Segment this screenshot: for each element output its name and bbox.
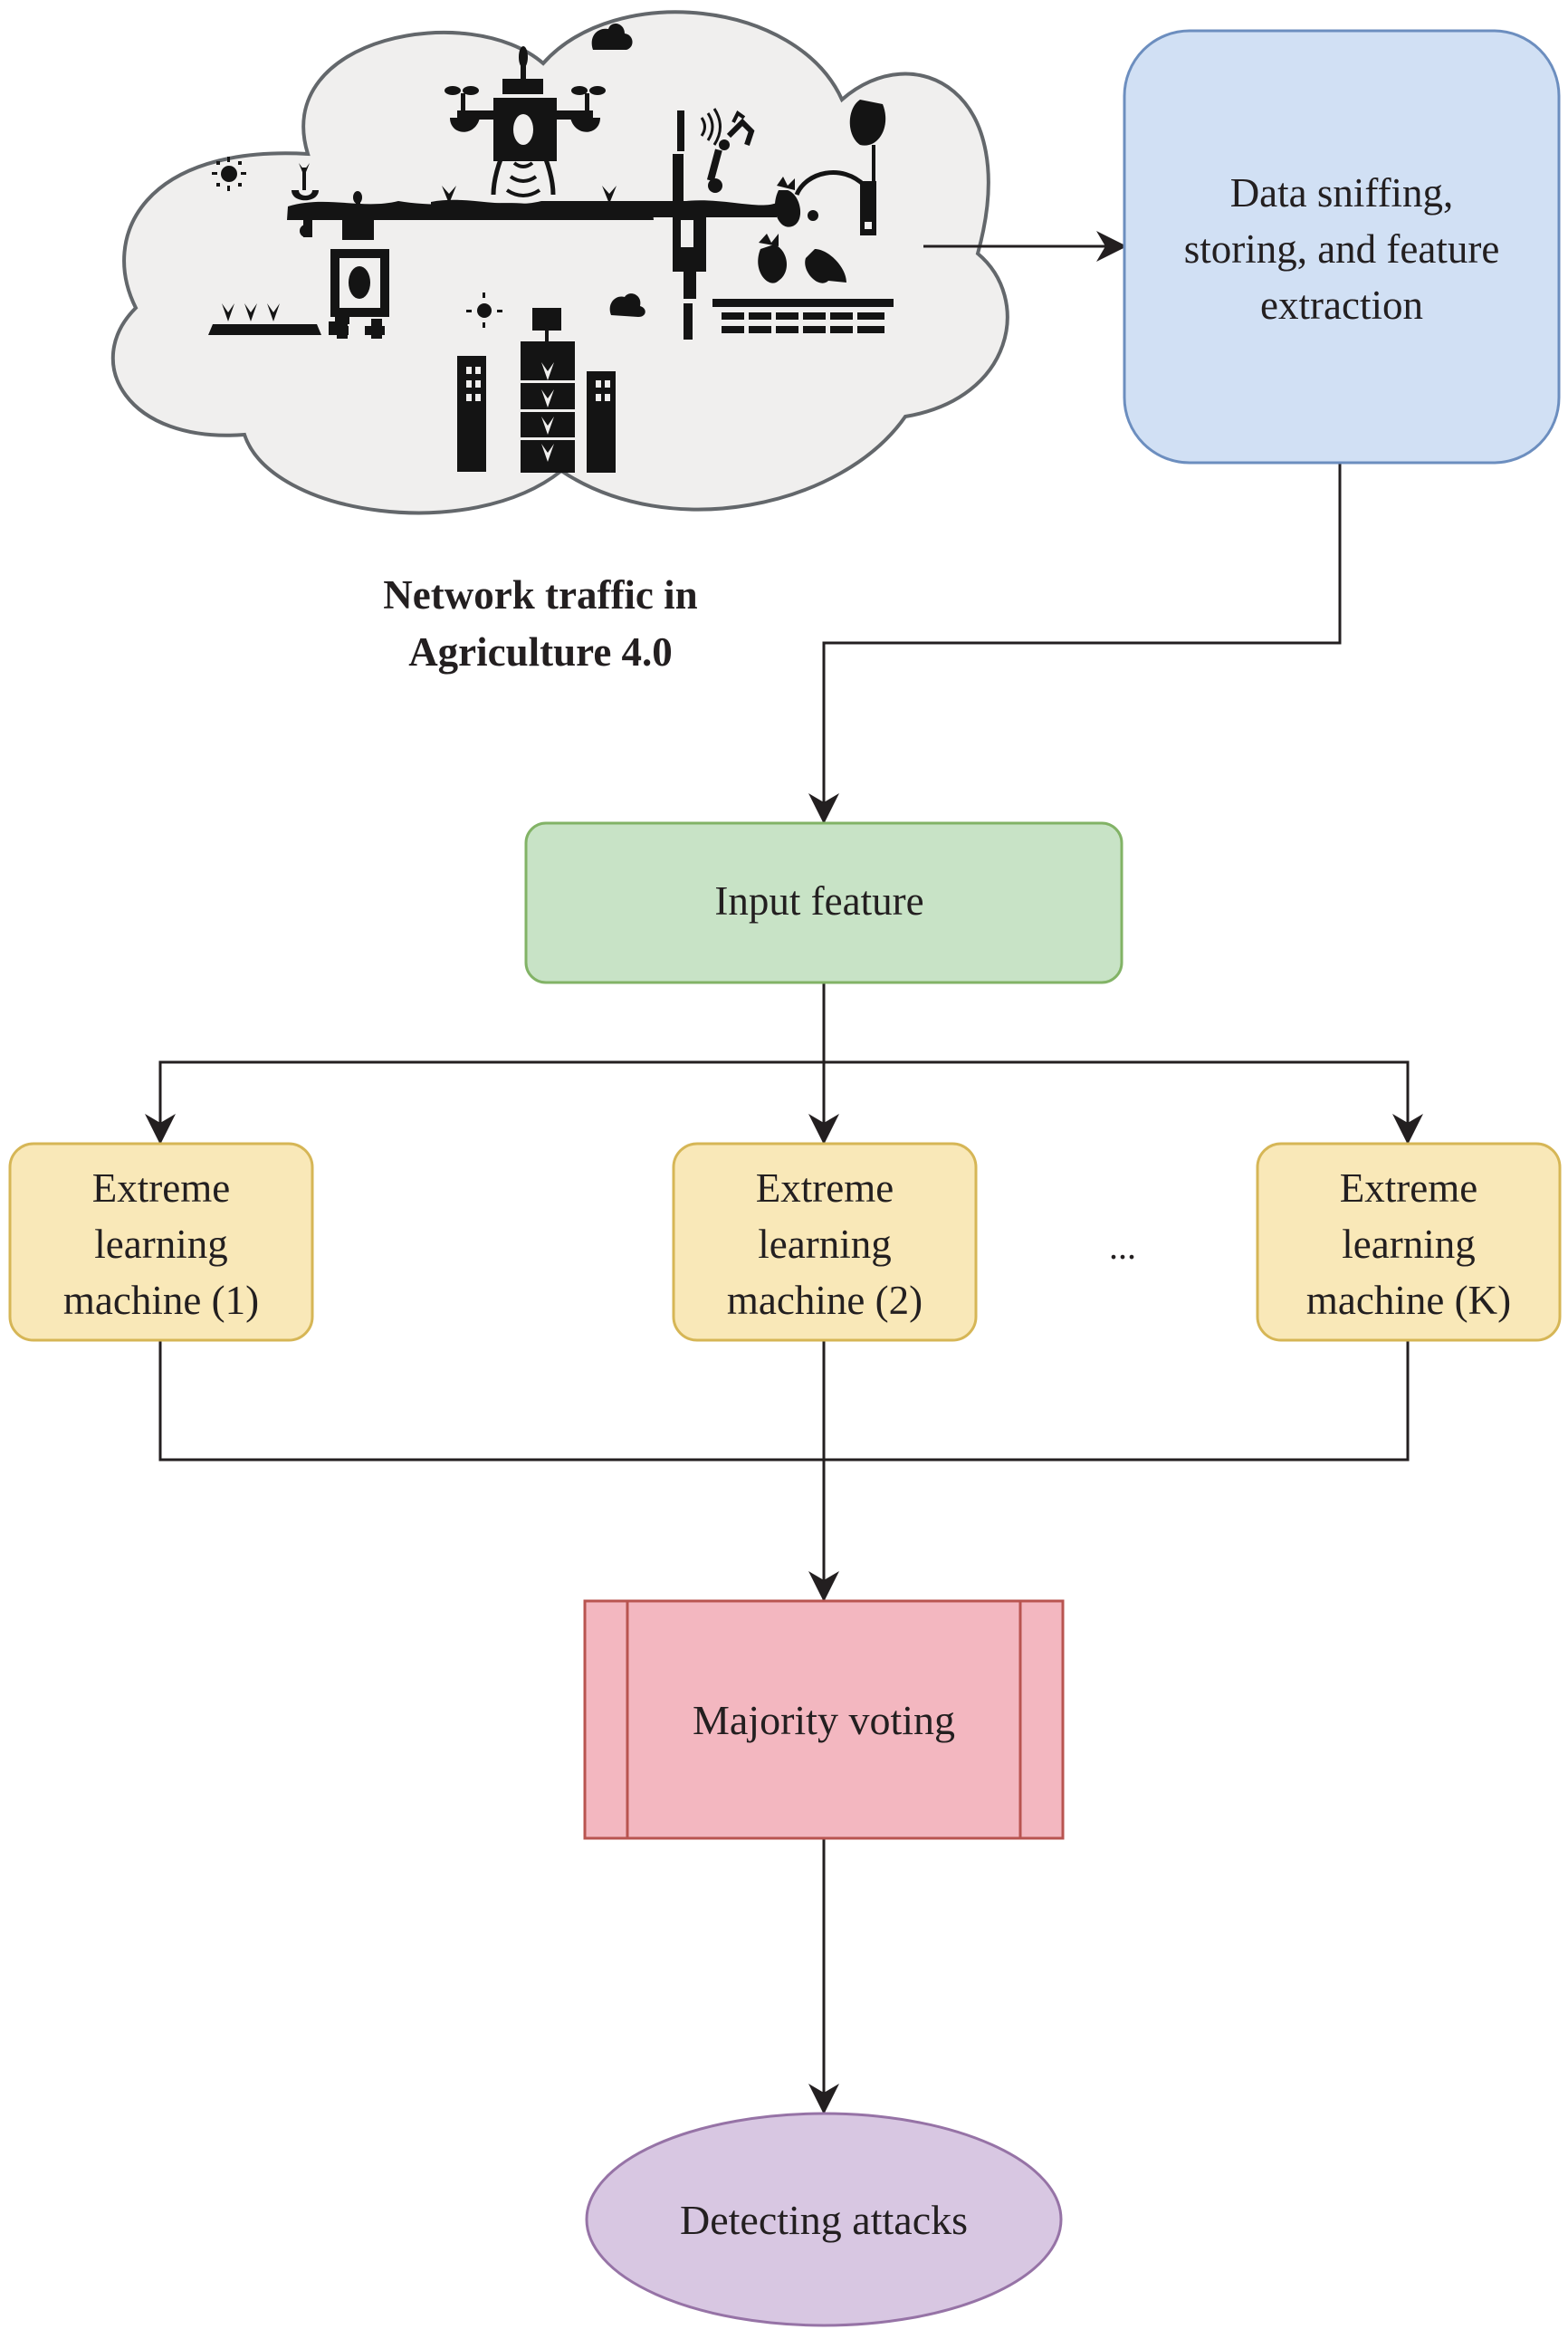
cloud-caption-line-1: Network traffic in <box>383 572 697 618</box>
elm-2-line-2: learning <box>758 1222 891 1267</box>
elm-1-line-2: learning <box>94 1222 227 1267</box>
elm-ellipsis: ... <box>1109 1226 1136 1267</box>
edge-elm-1-merge <box>158 1340 1410 1462</box>
drone-icon <box>445 46 606 197</box>
vertical-farm-icon <box>457 292 616 473</box>
elm-k-line-2: learning <box>1342 1222 1475 1267</box>
data-sniffing-node[interactable]: Data sniffing, storing, and feature extr… <box>1123 29 1561 465</box>
agriculture-network-cloud <box>110 10 1009 515</box>
input-feature-node[interactable]: Input feature <box>524 821 1123 984</box>
majority-voting-node[interactable]: Majority voting <box>583 1599 1065 1840</box>
detecting-attacks-node[interactable]: Detecting attacks <box>585 2112 1063 2327</box>
data-sniffing-line-2: storing, and feature <box>1184 226 1500 272</box>
elm-1-line-1: Extreme <box>92 1165 230 1211</box>
edge-to-elm-k <box>824 1060 1423 1145</box>
elm-k-line-3: machine (K) <box>1306 1278 1511 1323</box>
cloud-caption-line-2: Agriculture 4.0 <box>408 629 673 675</box>
sun-icon <box>212 157 246 191</box>
strawberry-icon <box>758 100 886 283</box>
elm-2-line-3: machine (2) <box>727 1278 923 1323</box>
edge-sniffing-to-input <box>808 464 1342 824</box>
seedling-row-icon <box>208 303 321 335</box>
greenhouse-shelf-icon <box>712 299 894 333</box>
edge-to-elm-1 <box>145 1060 824 1145</box>
detecting-attacks-label: Detecting attacks <box>680 2197 968 2243</box>
cloud-shape <box>110 10 1009 515</box>
robotic-arm-harvester-icon <box>673 108 755 340</box>
elm-k-line-1: Extreme <box>1340 1165 1477 1211</box>
agri-robot-icon <box>292 163 389 339</box>
elm-node-k[interactable]: Extreme learning machine (K) <box>1256 1142 1562 1342</box>
elm-node-2[interactable]: Extreme learning machine (2) <box>672 1142 978 1342</box>
data-sniffing-line-3: extraction <box>1260 283 1423 328</box>
elm-node-1[interactable]: Extreme learning machine (1) <box>8 1142 314 1342</box>
majority-voting-label: Majority voting <box>693 1697 955 1743</box>
data-sniffing-line-1: Data sniffing, <box>1230 170 1454 216</box>
input-feature-label: Input feature <box>714 878 923 924</box>
cloud-icon <box>591 23 645 317</box>
elm-1-line-3: machine (1) <box>63 1278 259 1323</box>
elm-2-line-1: Extreme <box>756 1165 894 1211</box>
